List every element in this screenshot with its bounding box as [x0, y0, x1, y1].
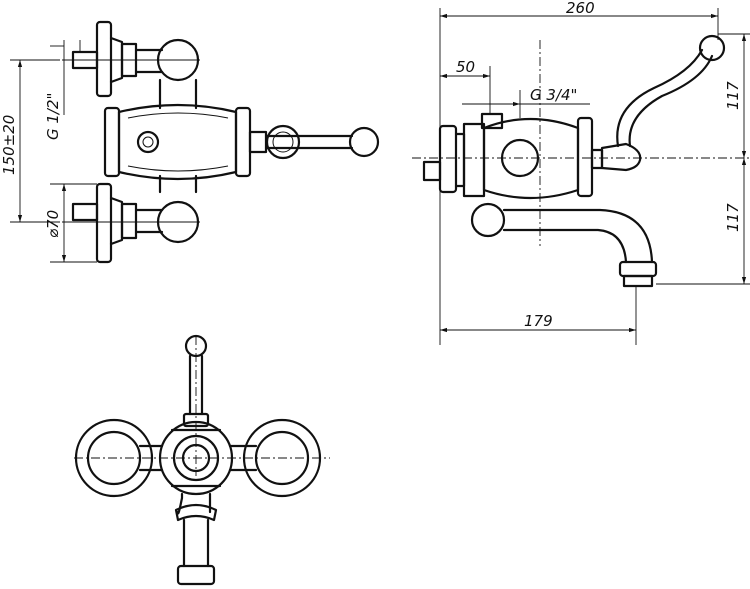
overall-length-label: 260: [566, 0, 595, 17]
front-view: [74, 334, 330, 586]
lower-height-label: 117: [724, 203, 742, 232]
outlet-thread-label: G 3/4": [530, 86, 577, 104]
side-view: 260 50 G 3/4" 117 117 179: [412, 0, 750, 345]
inlet-spacing-label: 150±20: [0, 115, 18, 175]
top-inlet: [62, 20, 200, 98]
inlet-thread-label: G 1/2": [44, 93, 62, 140]
flange-diameter-label: ⌀70: [44, 210, 62, 238]
upper-height-label: 117: [724, 81, 742, 110]
lever-offset-label: 50: [456, 58, 475, 76]
spout-reach-label: 179: [524, 312, 553, 330]
mixer-body: [103, 103, 380, 181]
knob-icon: [136, 130, 160, 154]
bottom-inlet: [62, 182, 200, 264]
top-view: 150±20 G 1/2" ⌀70: [0, 20, 380, 264]
